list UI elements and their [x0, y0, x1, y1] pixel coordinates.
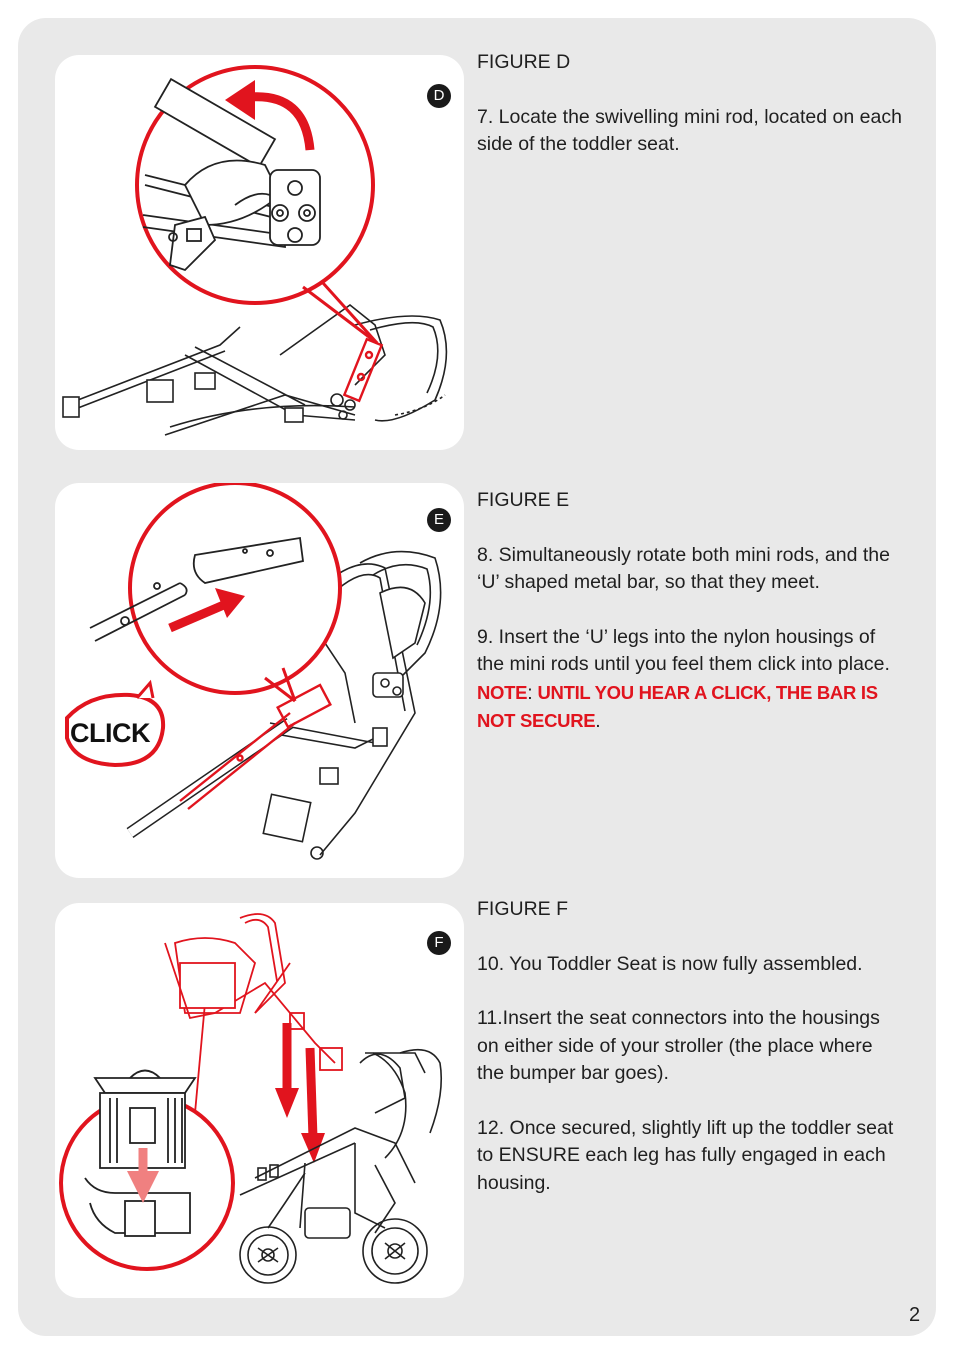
- step-11: 11.Insert the seat connectors into the h…: [477, 1007, 880, 1084]
- step-10: 10. You Toddler Seat is now fully assemb…: [477, 952, 863, 975]
- figure-e-illustration: E: [55, 483, 464, 878]
- figure-f-text: FIGURE F 10. You Toddler Seat is now ful…: [477, 896, 902, 1197]
- figure-d-drawing: [62, 65, 448, 436]
- figure-e-badge: E: [427, 508, 451, 532]
- step-9: 9. Insert the ‘U’ legs into the nylon ho…: [477, 625, 890, 676]
- page-number: 2: [909, 1304, 921, 1326]
- note-end: .: [595, 710, 601, 732]
- figure-e-drawing: [65, 483, 442, 860]
- figure-f-illustration: F: [55, 903, 464, 1298]
- safety-note: NOTE: UNTIL YOU HEAR A CLICK, THE BAR IS…: [477, 679, 902, 736]
- figure-f-badge: F: [427, 931, 451, 955]
- note-text: UNTIL YOU HEAR A CLICK, THE BAR IS NOT S…: [477, 681, 878, 732]
- figure-d-illustration: D: [55, 55, 464, 450]
- note-colon: :: [527, 681, 533, 704]
- note-label: NOTE: [477, 681, 528, 703]
- magnifier-circle: [128, 483, 342, 695]
- figure-f-heading: FIGURE F: [477, 898, 568, 920]
- figure-e-text: FIGURE E 8. Simultaneously rotate both m…: [477, 487, 902, 736]
- step-8: 8. Simultaneously rotate both mini rods,…: [477, 543, 890, 594]
- step-7: 7. Locate the swivelling mini rod, locat…: [477, 105, 902, 156]
- step-12: 12. Once secured, slightly lift up the t…: [477, 1116, 894, 1194]
- click-callout: CLICK: [70, 718, 151, 748]
- figure-e-heading: FIGURE E: [477, 489, 570, 511]
- figure-f-drawing: [59, 913, 443, 1284]
- figure-d-heading: FIGURE D: [477, 51, 571, 73]
- figure-d-text: FIGURE D 7. Locate the swivelling mini r…: [477, 49, 902, 159]
- figure-d-badge: D: [427, 84, 451, 108]
